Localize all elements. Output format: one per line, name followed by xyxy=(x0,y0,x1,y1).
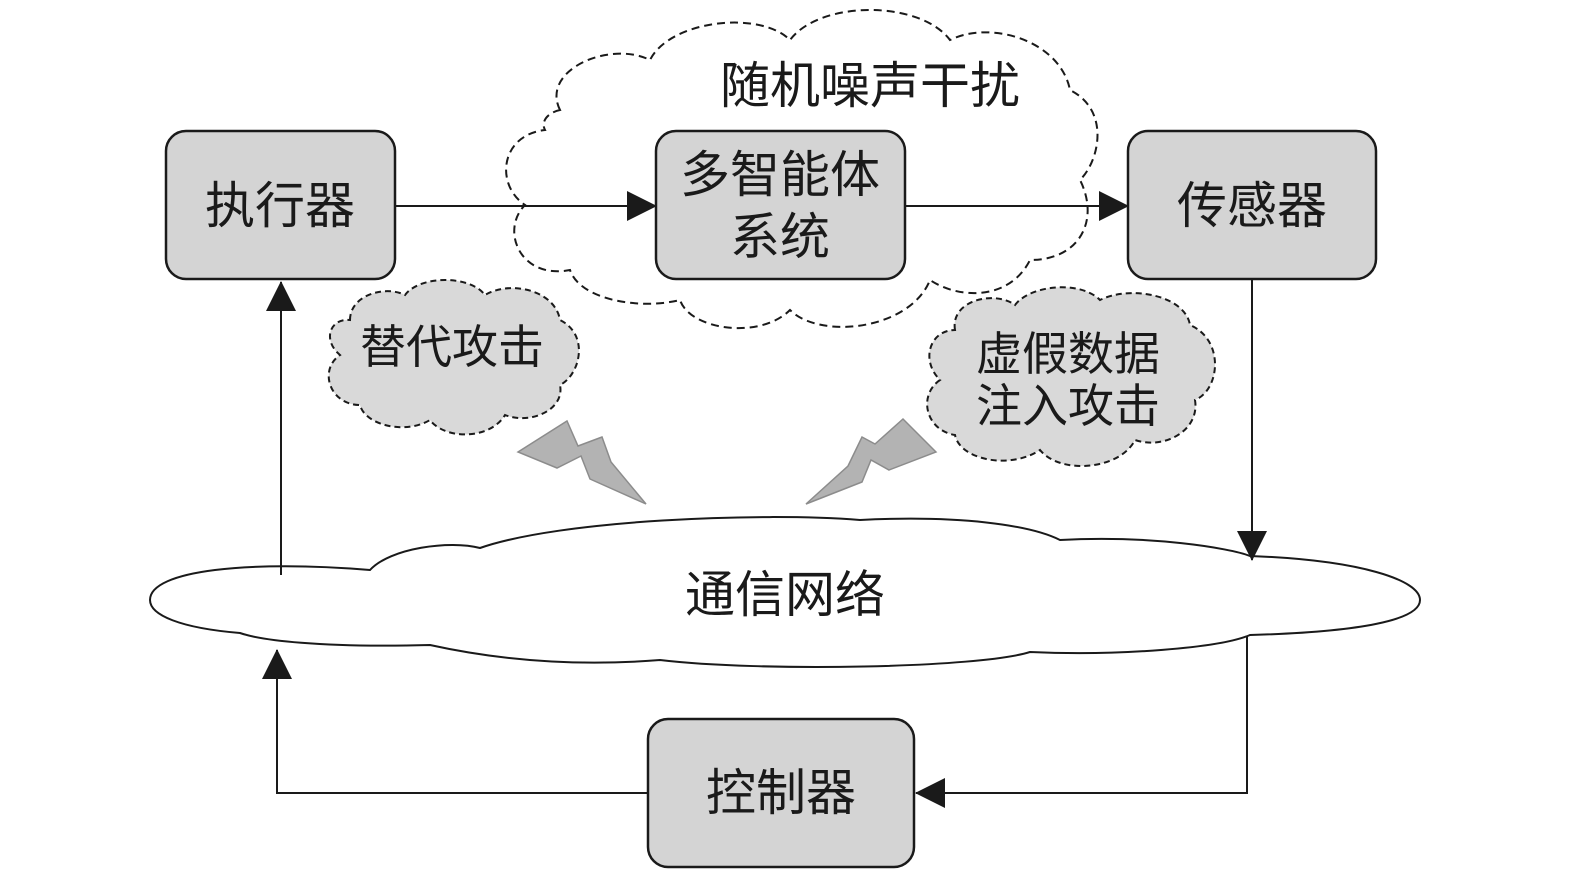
actuator-box xyxy=(164,129,397,281)
false-data-label-line1: 虚假数据 xyxy=(976,327,1160,381)
actuator-label: 执行器 xyxy=(205,177,355,235)
lightning-bolt-left-icon xyxy=(516,419,647,505)
arrow-network-to-controller xyxy=(915,636,1248,808)
controller-label: 控制器 xyxy=(706,764,856,822)
lightning-bolt-right-icon xyxy=(805,417,938,505)
network-cloud-label: 通信网络 xyxy=(685,566,885,624)
controller-box xyxy=(646,717,916,869)
system-box xyxy=(654,129,907,281)
replacement-attack-cloud xyxy=(327,279,580,436)
noise-cloud-label: 随机噪声干扰 xyxy=(720,57,1020,115)
arrow-controller-to-network xyxy=(262,649,648,794)
system-label-line1: 多智能体 xyxy=(680,146,880,204)
replacement-attack-label: 替代攻击 xyxy=(360,320,544,374)
system-label-line2: 系统 xyxy=(730,208,830,266)
sensor-box xyxy=(1126,129,1378,281)
sensor-label: 传感器 xyxy=(1177,177,1327,235)
false-data-attack-cloud xyxy=(926,286,1216,467)
false-data-label-line2: 注入攻击 xyxy=(976,379,1160,433)
network-cloud xyxy=(148,516,1422,668)
